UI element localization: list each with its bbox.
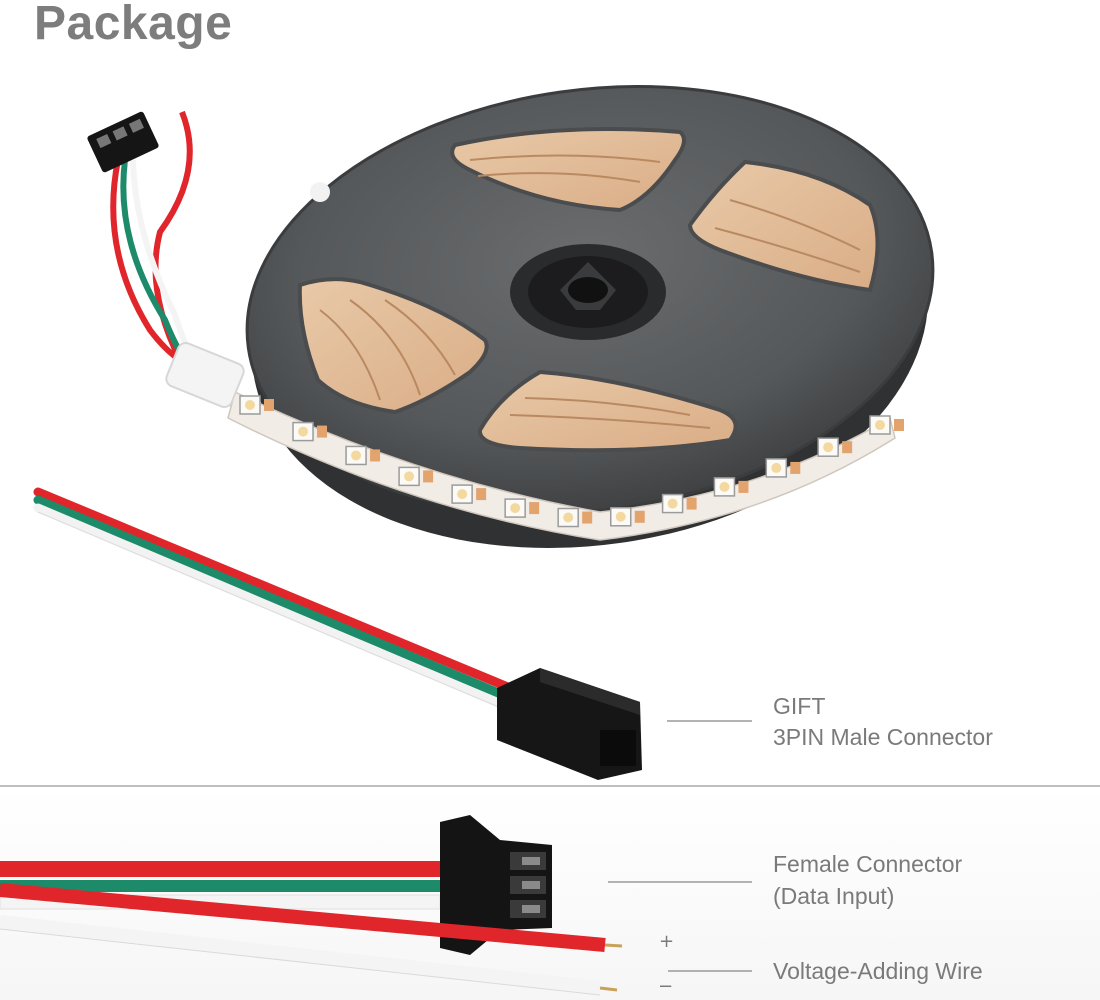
led-chip-lens [875,420,885,430]
solder-pad [634,510,645,523]
reel-window-bottom [477,369,738,453]
reel-hub [510,244,666,340]
led-chip-lens [823,442,834,453]
data-input-label: (Data Input) [773,883,895,909]
voltage-adding-wires [0,883,623,996]
reel-window-top [450,126,686,213]
solder-pad [582,511,593,524]
led-chip-lens [667,498,678,509]
solder-pad [370,449,381,462]
led-strip-segment [227,390,904,541]
solder-pad [264,399,274,411]
solder-pad [476,488,487,501]
female-connector-label: Female Connector [773,851,963,877]
strip-female-connector-small [87,111,159,173]
led-strip-reel [245,85,935,548]
led-chip-lens [404,471,415,482]
female-connector [440,815,552,955]
page-title: Package [34,0,233,50]
solder-pad [842,441,853,454]
reel-window-right [687,159,880,293]
solder-pad [894,419,904,431]
male-connector [497,668,642,780]
voltage-wire-label: Voltage-Adding Wire [773,958,983,984]
led-chip-lens [563,512,574,523]
negative-sign: − [658,976,674,997]
solder-pad [738,480,749,493]
reel-window-left [297,277,489,415]
solder-pad [317,425,328,438]
solder-pad [790,461,801,474]
male-connector-label: 3PIN Male Connector [773,724,993,750]
led-chip-lens [771,462,782,473]
strip-input-wires [87,110,245,409]
led-chip-lens [298,426,309,437]
led-chip-lens [719,481,730,492]
solder-pad [529,502,540,515]
positive-sign: + [659,931,675,952]
gift-label: GIFT [773,693,826,719]
led-chip-lens [457,489,468,500]
led-chip-lens [351,450,362,461]
solder-pad [423,470,434,483]
male-connector-cable [33,487,642,780]
led-chip-lens [245,400,255,410]
led-chip-lens [615,511,626,522]
led-chip-lens [510,503,521,514]
solder-pad [686,497,697,510]
